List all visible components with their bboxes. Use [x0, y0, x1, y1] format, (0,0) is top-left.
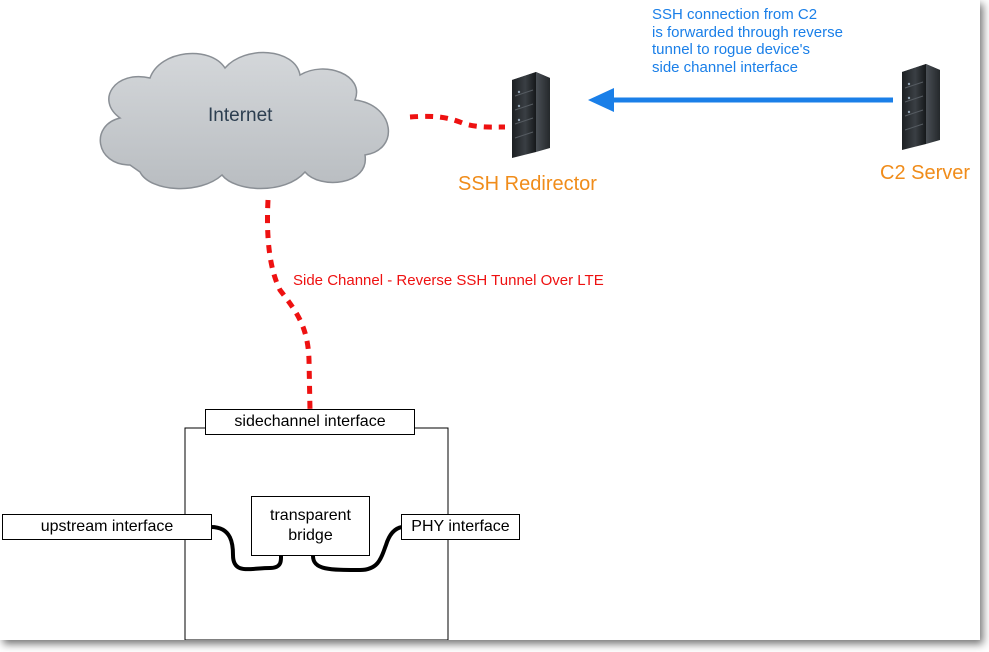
upstream-interface-box: upstream interface [2, 514, 212, 540]
side-channel-label: Side Channel - Reverse SSH Tunnel Over L… [293, 272, 604, 289]
cloud-icon [99, 51, 390, 190]
c2-server-label: C2 Server [880, 162, 971, 184]
server-icon [512, 72, 550, 158]
side-channel-link [265, 199, 313, 411]
server-icon [902, 64, 940, 150]
upstream-interface-label: upstream interface [40, 518, 174, 535]
phy-interface-label: PHY interface [411, 518, 510, 535]
internet-to-redirector-link [409, 113, 506, 130]
note-line: side channel interface [652, 58, 798, 76]
ssh-redirector-label: SSH Redirector [458, 173, 597, 195]
note-line: tunnel to rogue device's [652, 41, 810, 58]
bridge-label-line: bridge [288, 527, 333, 544]
transparent-bridge-box: transparent bridge [251, 496, 370, 556]
phy-cable [311, 525, 403, 573]
sidechannel-interface-box: sidechannel interface [205, 409, 415, 435]
c2-to-redirector-arrow [588, 88, 893, 112]
ssh-connection-note: SSH connection from C2 is forwarded thro… [652, 6, 843, 76]
note-line: SSH connection from C2 [652, 6, 818, 23]
phy-interface-box: PHY interface [401, 514, 520, 540]
sidechannel-interface-label: sidechannel interface [234, 413, 386, 430]
upstream-cable [210, 525, 284, 572]
note-line: is forwarded through reverse [652, 23, 843, 41]
diagram-canvas: SSH connection from C2 is forwarded thro… [2, 6, 971, 640]
diagram-svg [99, 51, 940, 640]
internet-label: Internet [208, 105, 273, 126]
bridge-label-line: transparent [270, 507, 351, 524]
